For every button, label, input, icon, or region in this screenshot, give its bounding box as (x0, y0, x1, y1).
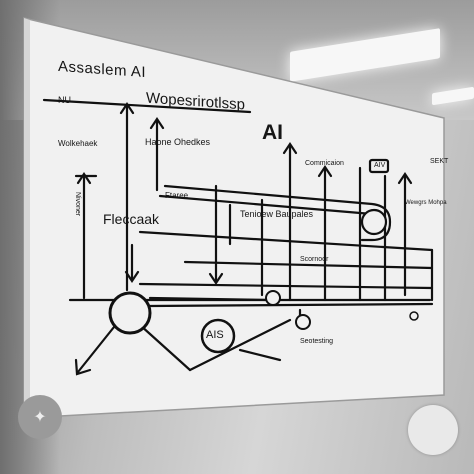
loop-node (360, 208, 388, 236)
fleccaak-label: Fleccaak (103, 211, 160, 227)
rail (138, 282, 434, 290)
ftaree-label: Ftaree (165, 191, 189, 200)
tiny-node (409, 311, 419, 321)
rail (138, 230, 434, 252)
aiv-label: AIV (374, 162, 386, 169)
arrow-head (397, 172, 413, 185)
seotesting-label: Seotesting (300, 338, 334, 345)
wewgrs-label: Wewgrs Mohpa (405, 200, 447, 206)
ais-node (200, 318, 236, 354)
board-edge (24, 18, 30, 418)
small-node (295, 314, 311, 330)
rail (183, 260, 434, 270)
arrow-head (119, 102, 135, 115)
commicaion-label: Commicaion (305, 160, 344, 167)
sek-label: SEKT (430, 158, 449, 165)
haone-label: Haone Ohedkes (145, 137, 211, 147)
arrow-head (74, 358, 92, 376)
small-node (265, 290, 281, 306)
title-underline (42, 98, 252, 114)
upper-rail (158, 194, 374, 216)
main-node (108, 291, 152, 335)
small-box (368, 158, 390, 174)
nivoner-label: Nivoner (74, 192, 81, 217)
diagonal (76, 320, 120, 374)
arrow-head (317, 165, 333, 178)
ais-label: AIS (206, 329, 224, 341)
arrow-head (208, 272, 224, 285)
scornoor-label: Scornoor (300, 256, 329, 263)
diagonal (238, 348, 282, 362)
nu-label: NU (58, 95, 71, 105)
arrow-head (124, 270, 140, 283)
ai-big-label: AI (262, 121, 283, 144)
arrow-head (282, 142, 298, 155)
diagonal (138, 323, 192, 372)
diagonal (148, 296, 272, 302)
sparkle-icon: ✦ (33, 409, 47, 426)
diagonal (188, 318, 292, 372)
arrow-head (76, 172, 92, 185)
wolkehaek-label: Wolkehaek (58, 139, 98, 148)
watermark-badge: ✦ (18, 395, 62, 439)
corner-dot (408, 405, 458, 455)
rail (148, 302, 434, 308)
arrow-head (149, 117, 165, 130)
tenioew-label: Tenioew Baupales (240, 209, 314, 219)
main-rail (163, 184, 392, 242)
